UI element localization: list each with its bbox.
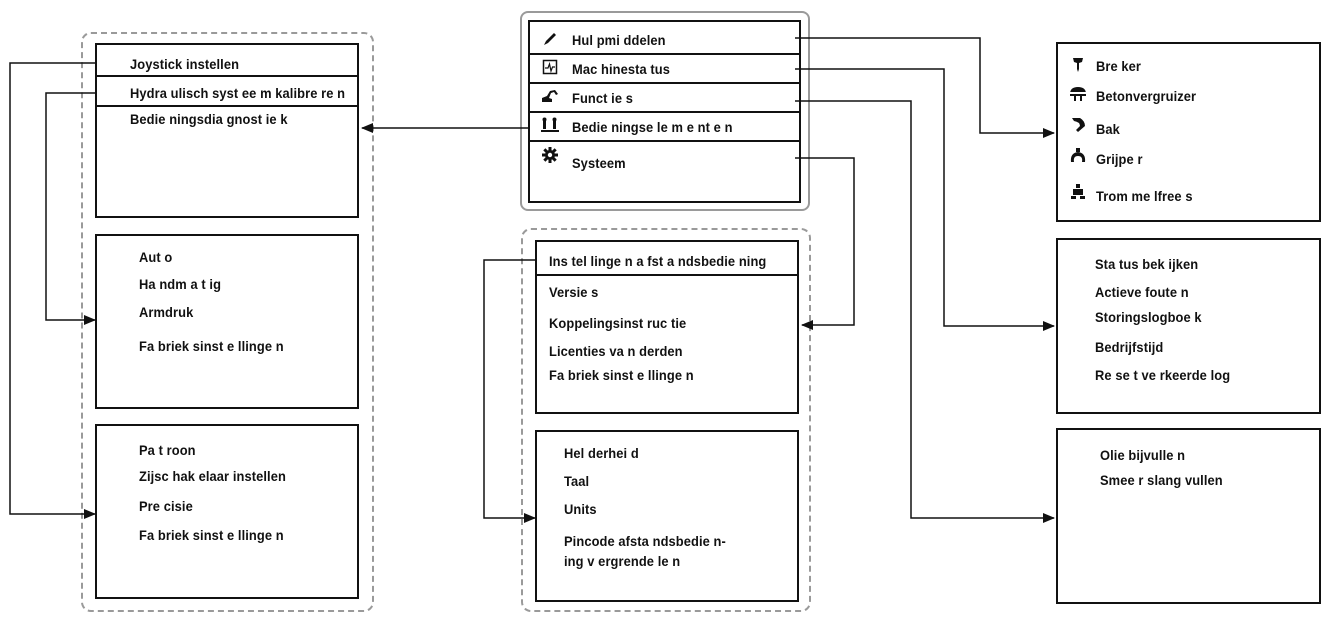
hydraulic-menu-box: Pa t roon Zijsc hak elaar instellen Pre … xyxy=(95,424,359,599)
arrow-remote xyxy=(483,259,537,523)
separator xyxy=(530,140,799,142)
controls-menu-item[interactable]: Joystick instellen xyxy=(130,56,240,72)
remote-menu-item[interactable]: Taal xyxy=(564,473,590,489)
pencil-icon xyxy=(544,33,556,45)
arrow-functions xyxy=(795,100,1055,523)
monitor-icon xyxy=(542,59,558,75)
tools-menu-item[interactable]: Betonvergruizer xyxy=(1096,88,1197,104)
tools-menu-box: Bre ker Betonvergruizer Bak Grijpe r Tro… xyxy=(1056,42,1321,222)
bucket-icon xyxy=(1072,118,1085,132)
arrow-hydraulic xyxy=(45,92,97,325)
hydraulic-menu-item[interactable]: Zijsc hak elaar instellen xyxy=(139,468,286,484)
main-menu-frame xyxy=(520,11,810,211)
joystick-menu-item[interactable]: Armdruk xyxy=(139,304,194,320)
functions-menu-item[interactable]: Olie bijvulle n xyxy=(1100,447,1186,463)
system-menu-item[interactable]: Versie s xyxy=(549,284,599,300)
main-menu-item-status[interactable]: Mac hinesta tus xyxy=(572,61,671,77)
main-menu-item-tools[interactable]: Hul pmi ddelen xyxy=(572,32,666,48)
arrow-tools xyxy=(795,37,1055,138)
tools-menu-item[interactable]: Bak xyxy=(1096,121,1120,137)
joystick-menu-box: Aut o Ha ndm a t ig Armdruk Fa briek sin… xyxy=(95,234,359,409)
controls-menu-box: Joystick instellen Hydra ulisch syst ee … xyxy=(95,43,359,218)
remote-menu-box: Hel derhei d Taal Units Pincode afsta nd… xyxy=(535,430,799,602)
status-menu-item[interactable]: Actieve foute n xyxy=(1095,284,1189,300)
system-group-frame xyxy=(521,228,811,612)
separator xyxy=(537,274,797,276)
excavator-icon xyxy=(542,90,558,102)
hydraulic-menu-item[interactable]: Pa t roon xyxy=(139,442,196,458)
joystick-menu-item[interactable]: Fa briek sinst e llinge n xyxy=(139,338,284,354)
status-menu-item[interactable]: Re se t ve rkeerde log xyxy=(1095,367,1231,383)
controls-menu-item[interactable]: Hydra ulisch syst ee m kalibre re n xyxy=(130,85,346,101)
remote-menu-item[interactable]: Units xyxy=(564,501,597,517)
arrow-joystick xyxy=(9,62,97,519)
joystick-menu-item[interactable]: Aut o xyxy=(139,249,173,265)
separator xyxy=(530,111,799,113)
tools-menu-item[interactable]: Grijpe r xyxy=(1096,151,1143,167)
functions-menu-item[interactable]: Smee r slang vullen xyxy=(1100,472,1223,488)
tools-menu-item[interactable]: Trom me lfree s xyxy=(1096,188,1193,204)
separator xyxy=(530,53,799,55)
arrow-system xyxy=(795,157,855,330)
status-menu-box: Sta tus bek ijken Actieve foute n Storin… xyxy=(1056,238,1321,414)
remote-menu-item[interactable]: Hel derhei d xyxy=(564,445,639,461)
main-menu-item-controls[interactable]: Bedie ningse le m e nt e n xyxy=(572,119,733,135)
system-menu-item[interactable]: Licenties va n derden xyxy=(549,343,683,359)
separator xyxy=(97,105,357,107)
remote-menu-item[interactable]: ing v ergrende le n xyxy=(564,553,681,569)
controls-group-frame xyxy=(81,32,374,612)
system-menu-item[interactable]: Fa briek sinst e llinge n xyxy=(549,367,694,383)
main-menu-item-system[interactable]: Systeem xyxy=(572,155,626,171)
functions-menu-box: Olie bijvulle n Smee r slang vullen xyxy=(1056,428,1321,604)
system-menu-item[interactable]: Koppelingsinst ruc tie xyxy=(549,315,687,331)
remote-menu-item[interactable]: Pincode afsta ndsbedie n- xyxy=(564,533,726,549)
gear-icon xyxy=(542,147,558,163)
breaker-icon xyxy=(1073,58,1083,72)
status-menu-item[interactable]: Sta tus bek ijken xyxy=(1095,256,1199,272)
main-menu-item-functions[interactable]: Funct ie s xyxy=(572,90,634,106)
hydraulic-menu-item[interactable]: Pre cisie xyxy=(139,498,193,514)
main-menu-box: Hul pmi ddelen Mac hinesta tus Funct ie … xyxy=(528,20,801,203)
separator xyxy=(530,82,799,84)
system-menu-item[interactable]: Ins tel linge n a fst a ndsbedie ning xyxy=(549,253,767,269)
grapple-icon xyxy=(1070,148,1086,162)
status-menu-item[interactable]: Bedrijfstijd xyxy=(1095,339,1164,355)
controls-menu-item[interactable]: Bedie ningsdia gnost ie k xyxy=(130,111,288,127)
status-menu-item[interactable]: Storingslogboe k xyxy=(1095,309,1202,325)
system-menu-box: Ins tel linge n a fst a ndsbedie ning Ve… xyxy=(535,240,799,414)
separator xyxy=(97,75,357,77)
tools-menu-item[interactable]: Bre ker xyxy=(1096,58,1142,74)
hydraulic-menu-item[interactable]: Fa briek sinst e llinge n xyxy=(139,527,284,543)
joystick-menu-item[interactable]: Ha ndm a t ig xyxy=(139,276,222,292)
drum-cutter-icon xyxy=(1071,184,1085,199)
crusher-icon xyxy=(1070,87,1086,101)
arrow-status xyxy=(795,68,1055,331)
controls-icon xyxy=(541,117,559,132)
